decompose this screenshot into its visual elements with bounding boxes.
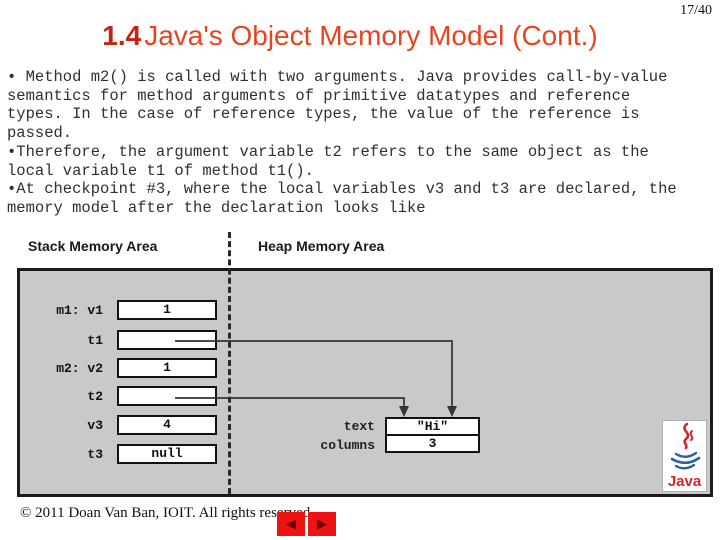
java-logo-wordmark: Java xyxy=(667,473,702,490)
java-cup-icon xyxy=(670,422,701,470)
stack-heap-divider xyxy=(228,232,231,494)
stack-var-value-box: 1 xyxy=(117,358,217,378)
heap-field-value-text: "Hi" xyxy=(387,419,478,436)
heap-field-label-text: text xyxy=(343,419,375,434)
heap-memory-header: Heap Memory Area xyxy=(258,238,385,254)
stack-var-label: t3 xyxy=(87,446,103,462)
stack-var-label: t2 xyxy=(87,388,103,404)
java-logo: Java xyxy=(662,420,707,492)
stack-row-t1: t1 xyxy=(30,330,217,350)
stack-memory-header: Stack Memory Area xyxy=(28,238,158,254)
copyright-text: © 2011 Doan Van Ban, IOIT. All rights re… xyxy=(20,505,314,521)
stack-row-t3: t3 null xyxy=(30,444,217,464)
stack-var-label: m2: v2 xyxy=(56,360,103,376)
next-arrow-icon: ▶ xyxy=(317,516,327,531)
stack-var-label: t1 xyxy=(87,332,103,348)
stack-row-v3: v3 4 xyxy=(30,415,217,435)
stack-var-value-box xyxy=(117,386,217,406)
heap-field-label-columns: columns xyxy=(320,438,375,453)
stack-var-value-box: 1 xyxy=(117,300,217,320)
stack-var-value-box xyxy=(117,330,217,350)
stack-row-m1-v1: m1: v1 1 xyxy=(30,300,217,320)
slide-title-text: Java's Object Memory Model (Cont.) xyxy=(144,20,598,51)
stack-row-m2-v2: m2: v2 1 xyxy=(30,358,217,378)
stack-var-label: m1: v1 xyxy=(56,302,103,318)
slide-title-number: 1.4 xyxy=(102,20,142,51)
prev-arrow-icon: ◀ xyxy=(286,516,296,531)
stack-var-value-box: null xyxy=(117,444,217,464)
heap-field-value-columns: 3 xyxy=(428,436,437,451)
page-number: 17/40 xyxy=(680,3,712,18)
heap-object: "Hi" 3 xyxy=(385,417,480,453)
stack-var-value-box: 4 xyxy=(117,415,217,435)
next-slide-button[interactable]: ▶ xyxy=(308,512,336,536)
prev-slide-button[interactable]: ◀ xyxy=(277,512,305,536)
stack-row-t2: t2 xyxy=(30,386,217,406)
slide-body-text: • Method m2() is called with two argumen… xyxy=(7,68,677,217)
stack-var-label: v3 xyxy=(87,417,103,433)
